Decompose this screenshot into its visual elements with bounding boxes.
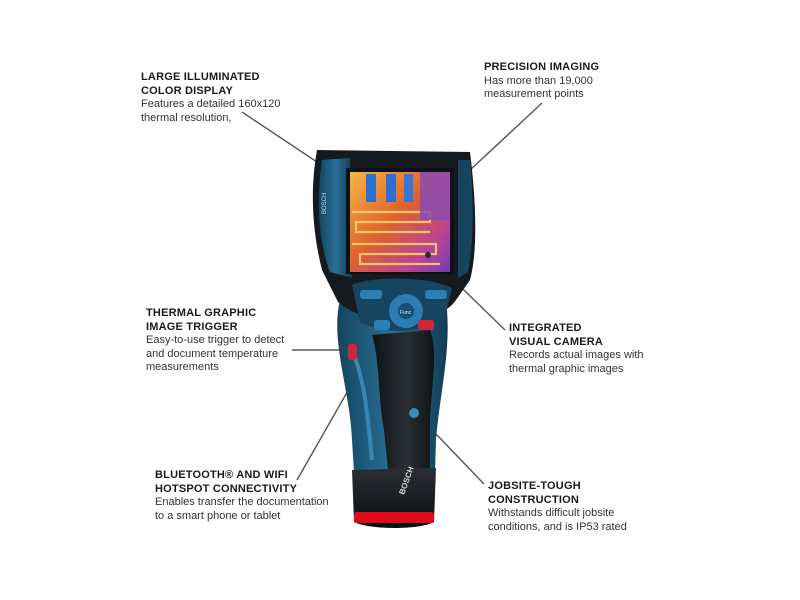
callout-bluetooth-desc: Enables transfer the documentation to a … — [155, 496, 329, 522]
callout-imaging: PRECISION IMAGING Has more than 19,000 m… — [484, 61, 654, 102]
callout-bluetooth-title: BLUETOOTH® AND WIFI HOTSPOT CONNECTIVITY — [155, 469, 298, 495]
callout-display: LARGE ILLUMINATED COLOR DISPLAY Features… — [141, 71, 311, 125]
callout-bluetooth: BLUETOOTH® AND WIFI HOTSPOT CONNECTIVITY… — [155, 469, 345, 523]
camera-lens — [425, 252, 431, 258]
side-brand-logo: BOSCH — [322, 193, 328, 214]
callout-imaging-desc: Has more than 19,000 measurement points — [484, 74, 593, 101]
battery-pack: BOSCH — [352, 465, 436, 528]
callout-trigger-desc: Easy-to-use trigger to detect and docume… — [146, 334, 285, 373]
callout-tough: JOBSITE-TOUGH CONSTRUCTION Withstands di… — [488, 480, 658, 534]
device-handle — [337, 300, 448, 517]
thermal-display — [346, 168, 454, 274]
callout-camera-desc: Records actual images with thermal graph… — [509, 349, 644, 375]
callout-trigger-title: THERMAL GRAPHIC IMAGE TRIGGER — [146, 307, 257, 333]
callout-tough-desc: Withstands difficult jobsite conditions,… — [488, 507, 627, 533]
trigger-button — [348, 344, 357, 360]
callout-camera-title: INTEGRATED VISUAL CAMERA — [509, 322, 604, 348]
callout-camera: INTEGRATED VISUAL CAMERA Records actual … — [509, 322, 679, 376]
callout-imaging-title: PRECISION IMAGING — [484, 61, 600, 73]
callout-tough-title: JOBSITE-TOUGH CONSTRUCTION — [488, 480, 581, 506]
callout-display-title: LARGE ILLUMINATED COLOR DISPLAY — [141, 71, 260, 97]
control-keypad: Func — [352, 252, 452, 331]
callout-trigger: THERMAL GRAPHIC IMAGE TRIGGER Easy-to-us… — [146, 307, 316, 375]
func-button-label: Func — [400, 310, 412, 316]
callout-display-desc: Features a detailed 160x120 thermal reso… — [141, 98, 281, 124]
